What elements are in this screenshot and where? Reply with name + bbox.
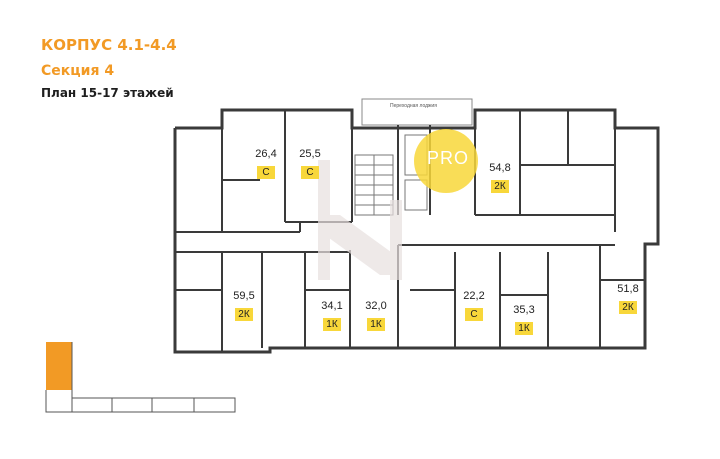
apartment-unit[interactable]: 54,8 2К xyxy=(480,162,520,194)
apartment-unit[interactable]: 26,4 С xyxy=(246,148,286,180)
apartment-area: 22,2 xyxy=(463,290,485,302)
apartment-type-badge: 2К xyxy=(235,308,253,321)
entrance-loggia xyxy=(361,98,473,126)
apartment-unit[interactable]: 59,5 2К xyxy=(224,290,264,322)
pro-watermark-text: PRO xyxy=(427,148,470,168)
apartment-area: 51,8 xyxy=(617,283,639,295)
apartment-type-badge: 1К xyxy=(367,318,385,331)
apartment-area: 25,5 xyxy=(299,148,321,160)
apartment-unit[interactable]: 25,5 С xyxy=(290,148,330,180)
stairwell xyxy=(354,134,428,216)
apartment-type-badge: С xyxy=(301,166,319,179)
apartment-area: 54,8 xyxy=(489,162,511,174)
apartment-unit[interactable]: 34,1 1К xyxy=(312,300,352,332)
apartment-unit[interactable]: 35,3 1К xyxy=(504,304,544,336)
apartment-area: 26,4 xyxy=(255,148,277,160)
building-minimap xyxy=(45,342,236,413)
apartment-type-badge: 2К xyxy=(491,180,509,193)
building-title: КОРПУС 4.1-4.4 xyxy=(41,36,177,54)
apartment-type-badge: 2К xyxy=(619,301,637,314)
apartment-unit[interactable]: 51,8 2К xyxy=(608,283,648,315)
apartment-area: 32,0 xyxy=(365,300,387,312)
apartment-area: 59,5 xyxy=(233,290,255,302)
apartment-area: 35,3 xyxy=(513,304,535,316)
watermark-logo xyxy=(318,160,402,280)
apartment-type-badge: 1К xyxy=(323,318,341,331)
apartment-unit[interactable]: 22,2 С xyxy=(454,290,494,322)
pro-watermark-circle xyxy=(414,129,478,193)
apartment-type-badge: 1К xyxy=(515,322,533,335)
entrance-label: Переходная лоджия xyxy=(390,103,437,109)
floor-plan-subtitle: План 15-17 этажей xyxy=(41,86,174,100)
apartment-area: 34,1 xyxy=(321,300,343,312)
apartment-unit[interactable]: 32,0 1К xyxy=(356,300,396,332)
apartment-type-badge: С xyxy=(257,166,275,179)
section-title: Секция 4 xyxy=(41,63,115,79)
apartment-type-badge: С xyxy=(465,308,483,321)
